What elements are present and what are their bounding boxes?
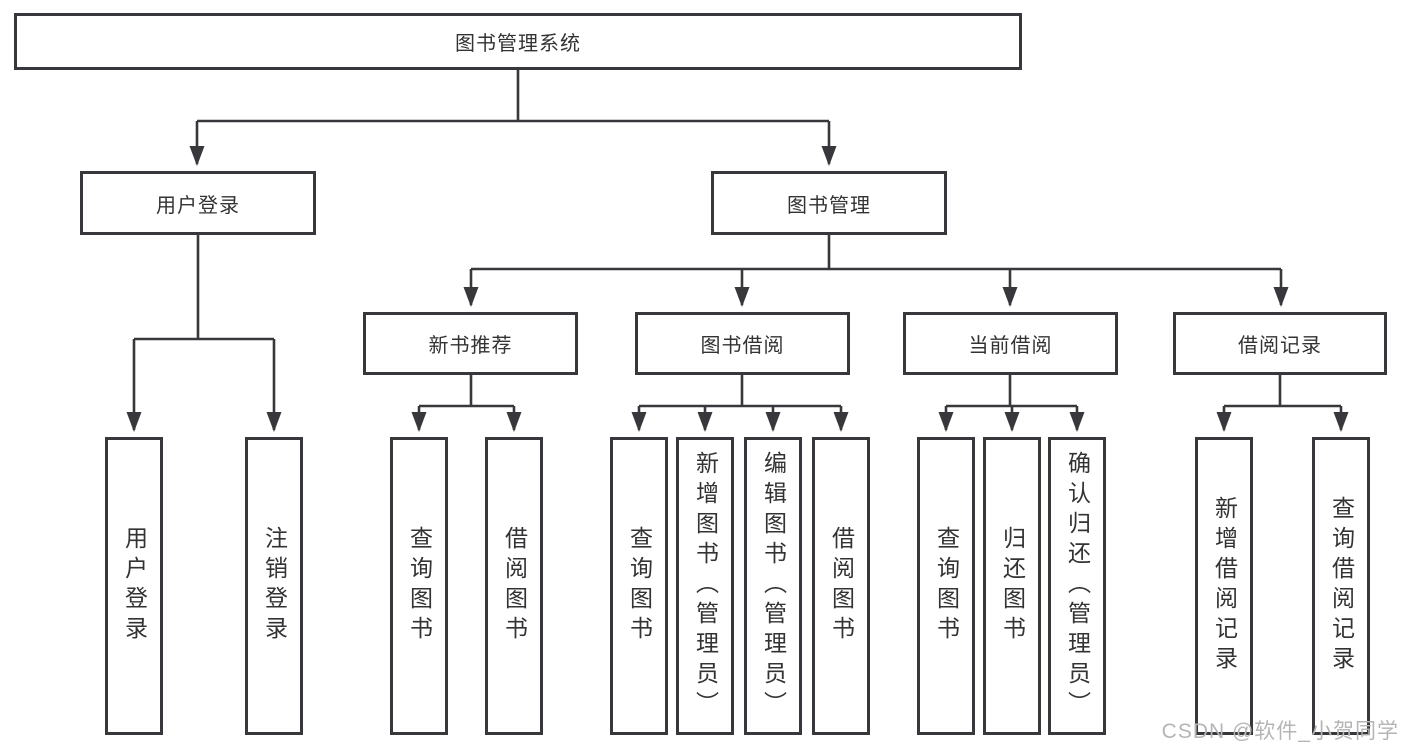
leaf-return-books: 归还图书 [983,437,1041,735]
node-label: 查询图书 [933,526,960,646]
node-label: 图书管理系统 [455,33,581,55]
leaf-query-books-current: 查询图书 [917,437,975,735]
leaf-query-books-borrow: 查询图书 [610,437,668,735]
node-label: 查询借阅记录 [1328,496,1355,676]
leaf-edit-books-admin: 编辑图书（管理员） [744,437,802,735]
node-library-management-system: 图书管理系统 [14,13,1022,70]
node-label: 新增图书（管理员） [692,451,719,721]
node-label: 借阅图书 [501,526,528,646]
node-new-book-recommend: 新书推荐 [363,312,578,375]
node-label: 新书推荐 [428,335,513,357]
leaf-logout: 注销登录 [245,437,303,735]
node-label: 查询图书 [626,526,653,646]
leaf-borrow-books-recommend: 借阅图书 [485,437,543,735]
node-label: 借阅记录 [1238,335,1322,357]
leaf-add-borrow-record: 新增借阅记录 [1195,437,1253,735]
node-label: 确认归还（管理员） [1064,451,1091,721]
node-label: 借阅图书 [828,526,855,646]
node-borrow-records: 借阅记录 [1173,312,1387,375]
node-label: 新增借阅记录 [1211,496,1238,676]
node-book-management-branch: 图书管理 [711,171,947,235]
node-label: 查询图书 [406,526,433,646]
leaf-confirm-return-admin: 确认归还（管理员） [1048,437,1106,735]
leaf-borrow-books: 借阅图书 [812,437,870,735]
leaf-add-books-admin: 新增图书（管理员） [676,437,734,735]
node-label: 编辑图书（管理员） [760,451,787,721]
node-label: 图书管理 [787,194,871,217]
node-user-login-branch: 用户登录 [80,171,316,235]
node-label: 图书借阅 [700,335,785,357]
node-book-borrow: 图书借阅 [635,312,850,375]
node-label: 注销登录 [261,526,288,646]
node-label: 当前借阅 [968,335,1053,357]
leaf-query-borrow-record: 查询借阅记录 [1312,437,1370,735]
leaf-query-books-recommend: 查询图书 [390,437,448,735]
node-label: 用户登录 [121,526,148,646]
node-label: 用户登录 [156,194,240,217]
node-label: 归还图书 [999,526,1026,646]
node-current-borrow: 当前借阅 [903,312,1118,375]
csdn-watermark: CSDN @软件_小贺同学 [1161,720,1399,743]
leaf-user-login: 用户登录 [105,437,163,735]
